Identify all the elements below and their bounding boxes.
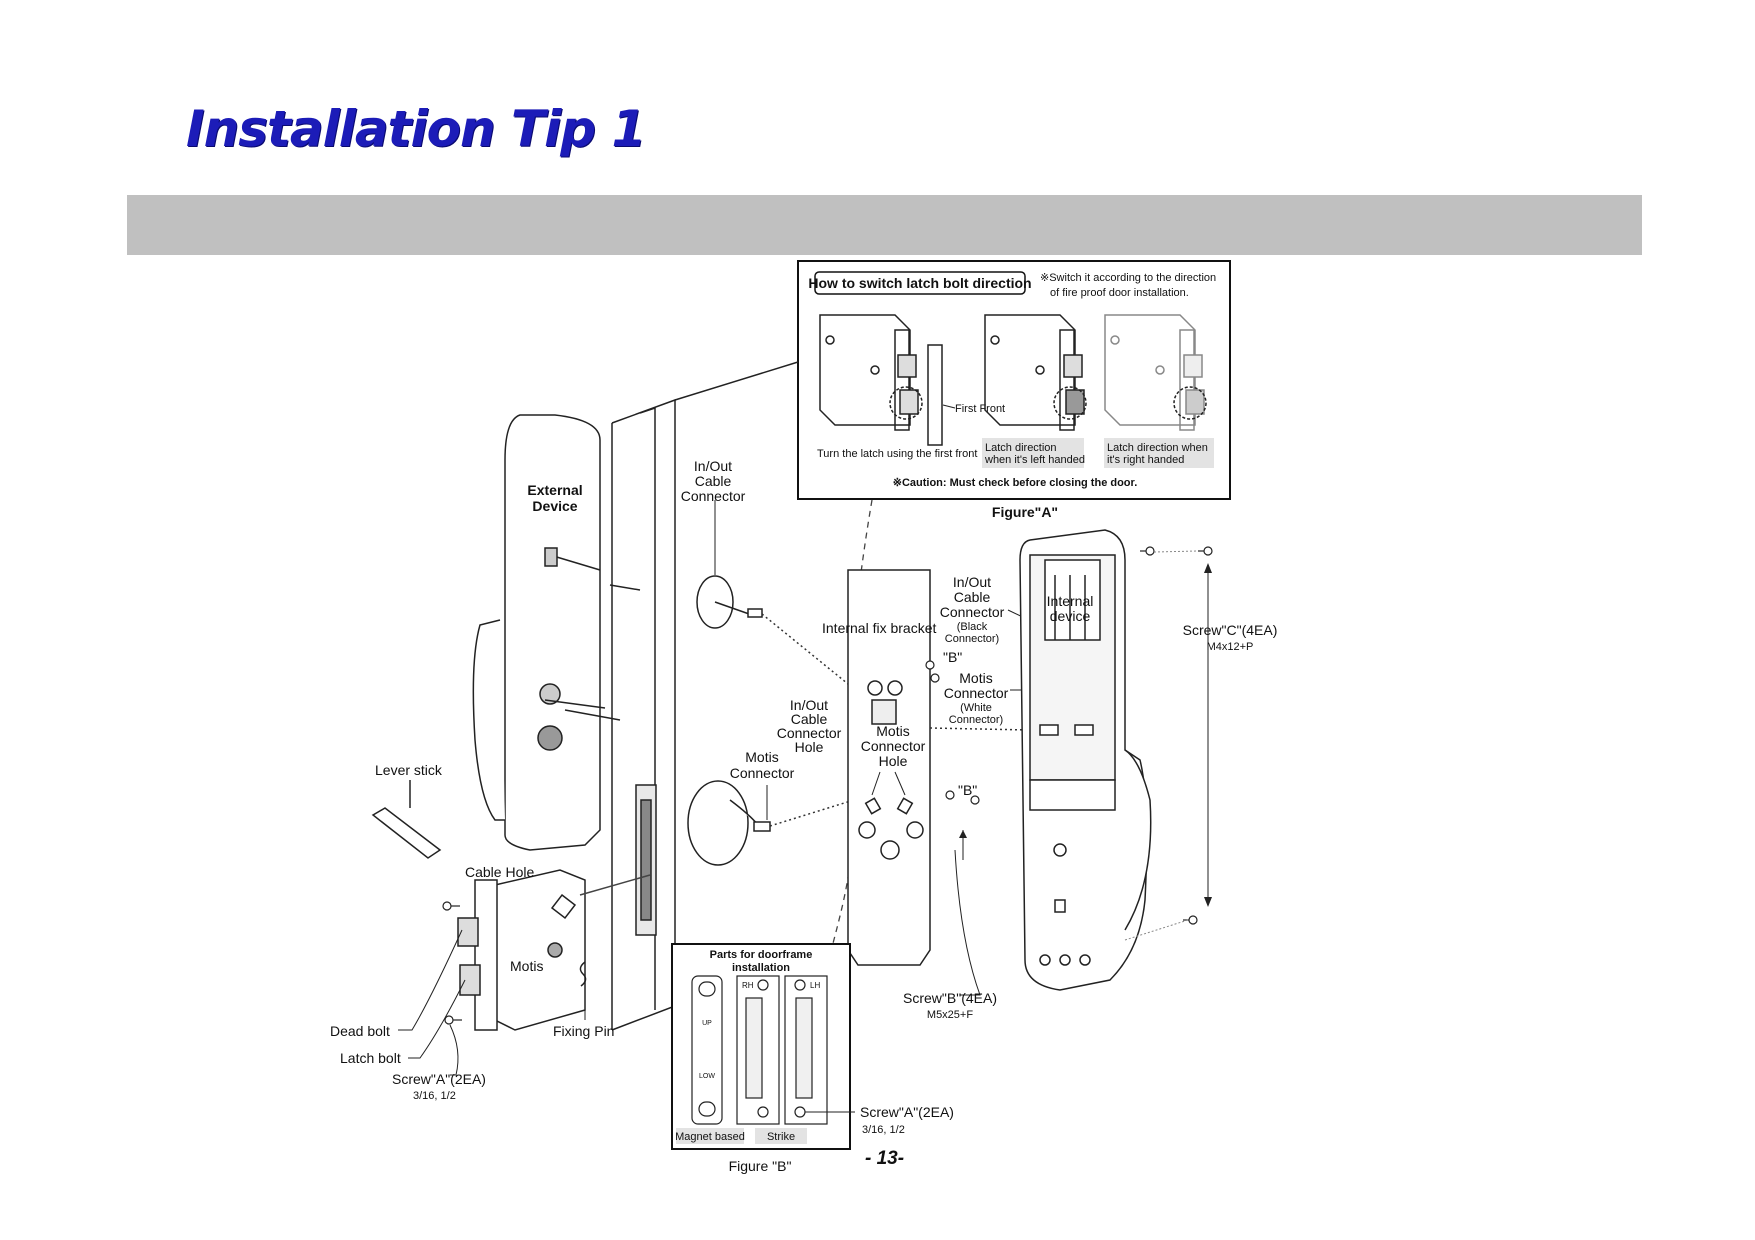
figure-a-note-2: of fire proof door installation.	[1050, 287, 1189, 299]
inout-cable-connector	[696, 575, 763, 629]
motis-hole-label-1: Motis	[876, 723, 909, 739]
motis-connector-label-1: Motis	[959, 670, 992, 686]
motis-cable-connector	[687, 780, 771, 866]
header-band	[127, 195, 1642, 255]
screw-b-label: Screw"B"(4EA)	[903, 990, 997, 1006]
latch-lock-body-2	[984, 314, 1087, 431]
inout-label-3: Connector	[681, 488, 746, 504]
internal-fix-bracket	[847, 569, 931, 966]
screw-a-spec: 3/16, 1/2	[413, 1090, 456, 1102]
figure-a-caption: Figure"A"	[992, 504, 1058, 520]
b-top-label: "B"	[943, 649, 962, 665]
magnet-based-label: Magnet based	[675, 1131, 745, 1143]
step2-line2: when it's left handed	[984, 454, 1085, 466]
figure-b-heading-1: Parts for doorframe	[710, 949, 813, 961]
screw-b-spec: M5x25+F	[927, 1009, 973, 1021]
mortise-lock	[457, 869, 651, 1031]
fixing-pin-label: Fixing Pin	[553, 1023, 614, 1039]
figure-b-heading-2: installation	[732, 962, 790, 974]
up-label: UP	[702, 1020, 712, 1027]
step1-text: Turn the latch using the first front	[817, 448, 977, 460]
hole-label-2: Cable	[791, 711, 828, 727]
cable-hole-label: Cable Hole	[465, 864, 534, 880]
latch-bolt-label: Latch bolt	[340, 1050, 401, 1066]
black-connector-label-2: Connector)	[945, 633, 999, 645]
strike-plate-rh	[736, 975, 780, 1125]
step3-line1: Latch direction when	[1107, 442, 1208, 454]
external-device	[472, 414, 641, 851]
low-label: LOW	[699, 1073, 715, 1080]
lh-label: LH	[810, 981, 820, 990]
hole-label-3: Connector	[777, 725, 842, 741]
b-bottom-label: "B"	[958, 782, 977, 798]
screw-c-label: Screw"C"(4EA)	[1183, 622, 1278, 638]
figure-a: How to switch latch bolt direction ※Swit…	[797, 260, 1231, 500]
external-device-label-1: External	[527, 482, 582, 498]
lever-stick	[371, 780, 442, 859]
page-number: - 13-	[865, 1148, 905, 1169]
step2-line1: Latch direction	[985, 442, 1057, 454]
caution-text: ※Caution: Must check before closing the …	[893, 477, 1138, 489]
screw-b-icons	[925, 660, 980, 805]
black-connector-label-1: (Black	[957, 621, 988, 633]
screw-c-spec: M4x12+P	[1207, 641, 1254, 653]
latch-lock-body-3	[1104, 314, 1207, 431]
strike-label: Strike	[767, 1131, 795, 1143]
inout2-label-2: Cable	[954, 589, 991, 605]
magnet-base-plate	[691, 975, 723, 1125]
screw-a-icons	[442, 901, 462, 1025]
internal-device-label-2: device	[1050, 608, 1091, 624]
white-connector-label-1: (White	[960, 702, 992, 714]
inout-label-1: In/Out	[694, 458, 732, 474]
first-front-label: First Front	[955, 403, 1005, 415]
step3-line2: it's right handed	[1107, 454, 1184, 466]
rh-label: RH	[742, 981, 754, 990]
figure-a-note-1: ※Switch it according to the direction	[1040, 272, 1216, 284]
motis-hole-label-2: Connector	[861, 738, 926, 754]
strike-plate-lh	[784, 975, 828, 1125]
internal-device	[1019, 529, 1152, 991]
inout2-label-3: Connector	[940, 604, 1005, 620]
dead-bolt-label: Dead bolt	[330, 1023, 390, 1039]
screw-c-icons	[1140, 546, 1213, 925]
internal-device-label-1: Internal	[1047, 593, 1094, 609]
door-swing-line	[819, 499, 873, 1001]
door-slab	[611, 361, 799, 1031]
latch-lock-body-1	[819, 314, 943, 446]
motis-connector-left-1: Motis	[745, 749, 778, 765]
lever-stick-label: Lever stick	[375, 762, 443, 778]
motis-connector-left-2: Connector	[730, 765, 795, 781]
screw-a2-label: Screw"A"(2EA)	[860, 1104, 954, 1120]
hole-label-4: Hole	[795, 739, 824, 755]
screw-a2-spec: 3/16, 1/2	[862, 1124, 905, 1136]
fixing-pin	[579, 961, 587, 987]
hole-label-1: In/Out	[790, 697, 828, 713]
white-connector-label-2: Connector)	[949, 714, 1003, 726]
internal-fix-bracket-label: Internal fix bracket	[822, 620, 936, 636]
inout2-label-1: In/Out	[953, 574, 991, 590]
screw-a-label: Screw"A"(2EA)	[392, 1071, 486, 1087]
motis-connector-label-2: Connector	[944, 685, 1009, 701]
motis-hole-label-3: Hole	[879, 753, 908, 769]
motis-label: Motis	[510, 958, 543, 974]
figure-b-caption: Figure "B"	[729, 1158, 792, 1174]
page-title: Installation Tip 1	[186, 100, 646, 158]
figure-a-heading: How to switch latch bolt direction	[808, 275, 1031, 291]
figure-b: Parts for doorframe installation UP LOW …	[671, 943, 851, 1150]
inout-label-2: Cable	[695, 473, 732, 489]
external-device-label-2: Device	[532, 498, 577, 514]
